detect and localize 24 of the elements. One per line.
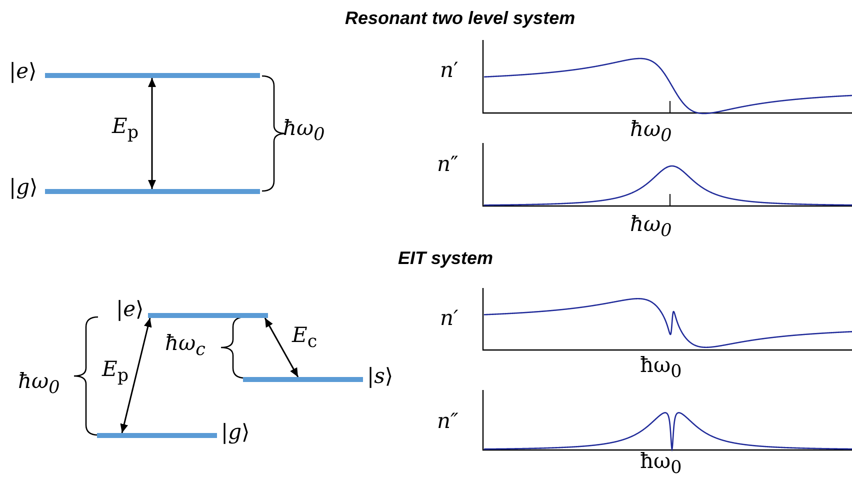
energy-label: ħω$_{0}$ xyxy=(18,371,60,398)
arrow xyxy=(120,318,152,434)
edge-label: E$_{p}$ xyxy=(102,359,129,386)
edge-label: E$_{p}$ xyxy=(112,116,139,143)
energy-label: ħω$_{0}$ xyxy=(283,118,325,145)
plot-title: Resonant two level system xyxy=(345,8,576,29)
state-label: |g⟩ xyxy=(9,177,38,198)
edge-label: E$_{c}$ xyxy=(292,325,318,352)
state-label: |g⟩ xyxy=(221,422,250,443)
state-label: |e⟩ xyxy=(9,61,37,82)
axis-label: n′ xyxy=(440,60,458,81)
axis-label: ħω$_{0}$ xyxy=(640,355,682,382)
axis-label: ħω$_{0}$ xyxy=(640,451,682,477)
energy-label: ħω$_{c}$ xyxy=(165,333,206,360)
axis-label: ħω$_{0}$ xyxy=(630,119,672,146)
axis-label: n″ xyxy=(437,154,458,175)
axis-label: ħω$_{0}$ xyxy=(630,214,672,241)
axis-label: n′ xyxy=(440,308,458,329)
plot-title: EIT system xyxy=(398,248,494,269)
arrow xyxy=(264,318,299,378)
axis-label: n″ xyxy=(437,411,458,432)
state-label: |s⟩ xyxy=(367,366,394,387)
state-label: |e⟩ xyxy=(116,299,144,320)
arrow xyxy=(148,78,156,189)
